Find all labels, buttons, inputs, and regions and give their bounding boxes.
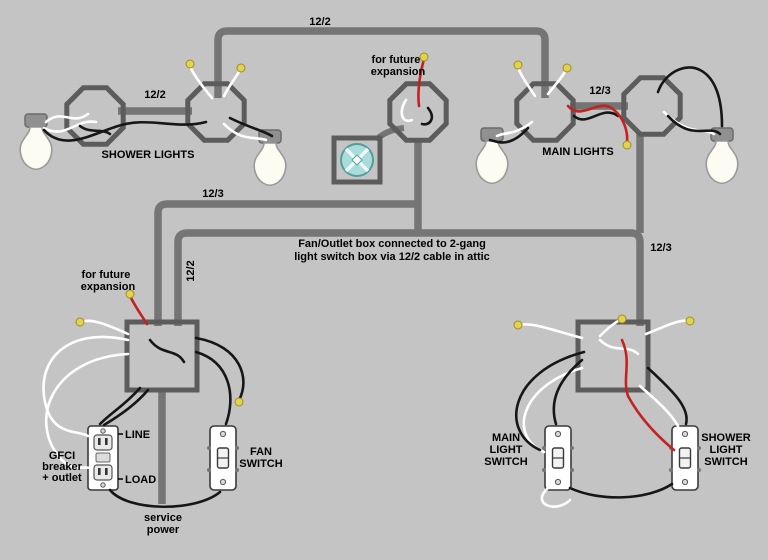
- red-wire-future-top: [417, 57, 426, 108]
- gfci-label: + outlet: [42, 472, 82, 484]
- attic-note: light switch box via 12/2 cable in attic: [294, 251, 490, 263]
- black-wire: [488, 126, 530, 144]
- shower-light-switch-label: SWITCH: [704, 456, 747, 468]
- black-wire: [515, 350, 586, 452]
- future-expansion-top-label: expansion: [371, 66, 426, 78]
- white-wire: [518, 323, 584, 340]
- service-power-label: power: [147, 524, 180, 536]
- white-wire: [495, 120, 534, 138]
- cable-label-switch-run: 12/3: [202, 188, 223, 200]
- attic-note: Fan/Outlet box connected to 2-gang: [298, 238, 486, 250]
- red-wire-future-left: [128, 294, 149, 326]
- main-light-switch-label: LIGHT: [490, 444, 523, 456]
- black-wire: [552, 358, 584, 426]
- white-wire: [44, 112, 90, 124]
- gfci-label: breaker: [42, 461, 82, 473]
- black-wire: [568, 482, 674, 499]
- red-wire: [620, 338, 676, 452]
- wire-nut-icon: [75, 317, 85, 327]
- fan-hub: [351, 154, 363, 166]
- main-light-switch-label: SWITCH: [484, 456, 527, 468]
- white-wire: [42, 120, 98, 133]
- white-wire: [42, 335, 130, 438]
- black-wire: [78, 124, 112, 136]
- wire-nut-icon: [234, 397, 244, 407]
- wire-nut-icon: [125, 289, 135, 299]
- wire-nut-icon: [685, 316, 695, 326]
- black-wire: [420, 106, 434, 126]
- wire-nut-icon: [622, 140, 632, 150]
- light-bulb-icon: [475, 127, 509, 185]
- cable-label-main: 12/3: [589, 85, 610, 97]
- black-wire: [194, 336, 245, 402]
- shower-lights-label: SHOWER LIGHTS: [102, 149, 195, 161]
- black-wire: [102, 388, 150, 427]
- future-expansion-left-label: for future: [82, 269, 131, 281]
- white-wire: [400, 98, 414, 123]
- cable-attic-top-run: [214, 27, 549, 98]
- black-wire: [228, 116, 274, 138]
- black-wire: [148, 338, 186, 364]
- black-wire: [98, 386, 142, 426]
- fan-switch-label: FAN: [250, 446, 272, 458]
- cable-switch-feed-run: [154, 200, 418, 326]
- black-wire: [646, 366, 688, 426]
- future-expansion-top-label: for future: [372, 54, 421, 66]
- red-wires: [128, 57, 676, 452]
- black-wires: [42, 66, 724, 509]
- service-power-label: service: [144, 512, 182, 524]
- wire-nut-icon: [185, 59, 195, 69]
- gfci-label: GFCI: [49, 450, 75, 462]
- red-wire: [566, 104, 629, 144]
- diagram-labels: 12/2 12/2 12/3 SHOWER LIGHTS MAIN LIGHTS…: [42, 16, 751, 536]
- main-light-switch-label: MAIN: [492, 432, 520, 444]
- wire-nut-icon: [562, 63, 572, 73]
- black-wire: [656, 66, 724, 128]
- cable-label-shower: 12/2: [144, 89, 165, 101]
- fan-switch-label: SWITCH: [239, 458, 282, 470]
- cable-label-attic-top: 12/2: [309, 16, 330, 28]
- wire-nuts: [75, 52, 695, 407]
- black-wire: [42, 120, 208, 142]
- fan-switch-icon: [206, 425, 240, 491]
- black-wire: [572, 111, 620, 121]
- white-wire: [222, 122, 268, 142]
- main-light-switch-icon: [541, 425, 575, 491]
- junction-boxes: [67, 78, 680, 393]
- wire-nut-icon: [513, 60, 523, 70]
- shower-light-switch-label: LIGHT: [710, 444, 743, 456]
- cable-label-left-drop: 12/2: [185, 260, 197, 281]
- main-lights-label: MAIN LIGHTS: [542, 146, 614, 158]
- wire-nut-icon: [236, 63, 246, 73]
- white-wire: [598, 338, 640, 356]
- two-gang-switch-box-left: [124, 319, 200, 393]
- two-gang-switch-box-right: [575, 319, 651, 393]
- line-terminal-label: LINE: [125, 429, 150, 441]
- shower-light-switch-icon: [668, 425, 702, 491]
- white-wire: [638, 384, 680, 428]
- black-wire: [108, 488, 222, 509]
- gfci-outlet-icon: [87, 425, 119, 491]
- fan-outlet-box-icon: [340, 143, 374, 177]
- wire-nut-icon: [617, 314, 627, 324]
- cable-label-right-drop: 12/3: [650, 242, 671, 254]
- wire-nut-icon: [419, 52, 429, 62]
- fan-outlet-box: [331, 135, 383, 185]
- light-bulb-icon: [705, 127, 739, 185]
- black-wire: [194, 350, 232, 426]
- shower-light-switch-label: SHOWER: [701, 432, 751, 444]
- wire-nut-icon: [513, 320, 523, 330]
- cable-attic-cross-run: [174, 229, 644, 326]
- load-terminal-label: LOAD: [125, 474, 156, 486]
- black-wire: [666, 114, 722, 136]
- white-wire: [44, 352, 130, 470]
- future-expansion-left-label: expansion: [81, 281, 136, 293]
- white-wire: [540, 486, 572, 508]
